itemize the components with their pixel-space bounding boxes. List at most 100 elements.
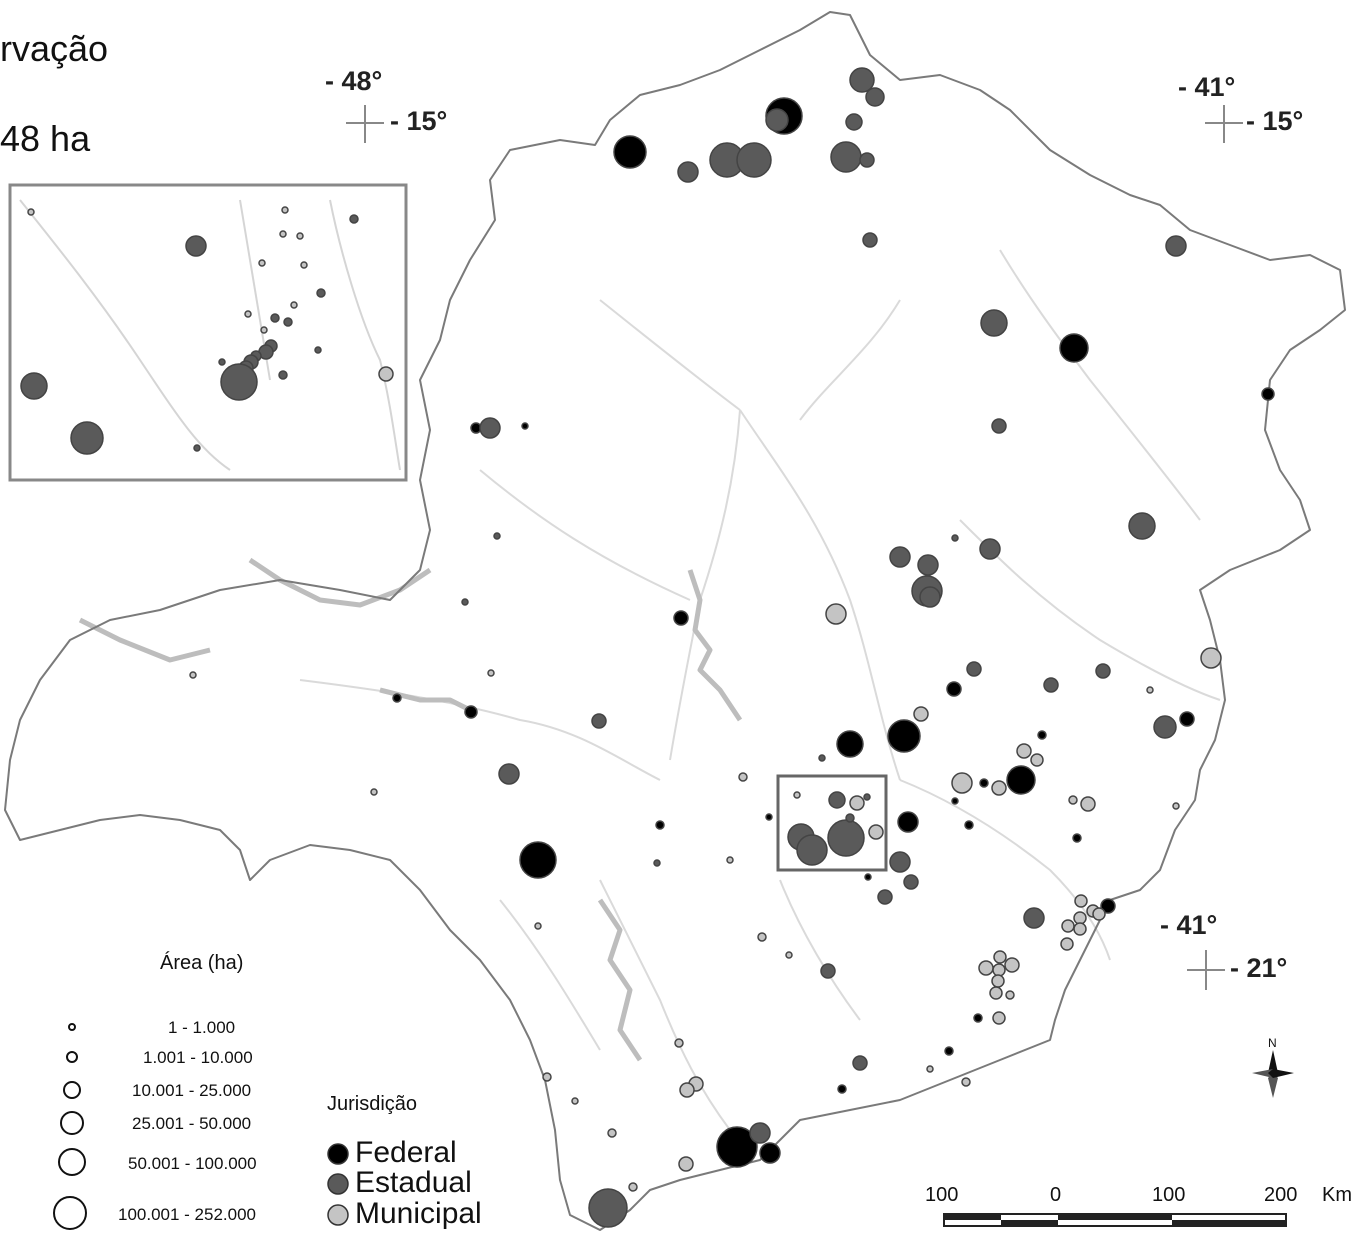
inset-protected-area-marker-estadual-1 (185, 235, 207, 257)
protected-area-marker-municipal-118 (868, 824, 884, 840)
protected-area-marker-estadual-52 (498, 763, 520, 785)
furnas-reservoir (597, 898, 643, 1062)
protected-area-marker-federal-64 (655, 820, 665, 830)
inset-protected-area-marker-municipal-3 (279, 230, 287, 238)
protected-area-marker-federal-47 (1037, 730, 1047, 740)
protected-area-marker-estadual-115 (827, 819, 865, 857)
protected-area-marker-municipal-96 (674, 1038, 684, 1048)
coord-crosshairs (346, 105, 1243, 990)
protected-area-marker-estadual-8 (845, 113, 863, 131)
protected-area-marker-federal-45 (887, 719, 921, 753)
north-arrow-label: N (1268, 1036, 1277, 1050)
protected-area-marker-estadual-41 (591, 713, 607, 729)
protected-area-marker-estadual-13 (980, 309, 1008, 337)
protected-area-marker-estadual-3 (736, 142, 772, 178)
legend-size-5 (58, 1148, 86, 1176)
protected-area-marker-estadual-20 (493, 532, 501, 540)
legend-size-1 (68, 1023, 76, 1031)
protected-area-marker-federal-104 (837, 1084, 847, 1094)
protected-area-marker-estadual-21 (1128, 512, 1156, 540)
protected-area-marker-federal-94 (973, 1013, 983, 1023)
protected-area-marker-estadual-68 (889, 851, 911, 873)
protected-area-marker-municipal-39 (487, 669, 495, 677)
inset-protected-area-markers (20, 206, 394, 455)
protected-area-marker-estadual-1 (677, 161, 699, 183)
inset-protected-area-marker-estadual-24 (20, 372, 48, 400)
coord-se-lon: - 41° (1160, 910, 1218, 940)
protected-area-marker-municipal-106 (607, 1128, 617, 1138)
legend-estadual-swatch (327, 1173, 349, 1195)
protected-area-marker-estadual-111 (588, 1188, 628, 1228)
protected-area-marker-estadual-42 (1153, 715, 1177, 739)
protected-area-marker-municipal-87 (992, 963, 1006, 977)
protected-area-marker-federal-30 (673, 610, 689, 626)
protected-area-marker-municipal-110 (678, 1156, 694, 1172)
legend-federal-label: Federal (355, 1136, 457, 1169)
protected-area-markers (189, 67, 1275, 1228)
protected-area-marker-municipal-78 (1061, 919, 1075, 933)
protected-area-marker-estadual-33 (1095, 663, 1111, 679)
legend-size-4 (60, 1111, 84, 1135)
legend-area-class-1: 1 - 1.000 (168, 1018, 236, 1037)
protected-area-marker-estadual-97 (852, 1055, 868, 1071)
legend-municipal-swatch (327, 1204, 349, 1226)
coord-ne-lat: - 15° (1246, 106, 1304, 136)
protected-area-marker-estadual-72 (903, 874, 919, 890)
protected-area-marker-municipal-60 (1080, 796, 1096, 812)
protected-area-marker-municipal-103 (679, 1082, 695, 1098)
protected-area-marker-municipal-117 (849, 795, 865, 811)
protected-area-marker-municipal-59 (1068, 795, 1078, 805)
legend-area-class-4: 25.001 - 50.000 (132, 1114, 252, 1133)
protected-area-marker-estadual-120 (863, 793, 871, 801)
river-network (299, 249, 1221, 1131)
protected-area-marker-estadual-11 (862, 232, 878, 248)
protected-area-marker-federal-65 (964, 820, 974, 830)
protected-area-marker-municipal-44 (913, 706, 929, 722)
inset-protected-area-marker-municipal-2 (281, 206, 289, 214)
protected-area-marker-municipal-61 (1172, 802, 1180, 810)
header-line-1: rvação (0, 28, 109, 69)
protected-area-marker-estadual-34 (1043, 677, 1059, 693)
inset-protected-area-marker-estadual-8 (316, 288, 326, 298)
legend-estadual-label: Estadual (355, 1166, 472, 1199)
protected-area-marker-estadual-7 (865, 87, 885, 107)
protected-area-marker-federal-15 (1261, 387, 1275, 401)
protected-area-marker-estadual-18 (479, 417, 501, 439)
legend-area-class-2: 1.001 - 10.000 (143, 1048, 253, 1067)
protected-area-marker-municipal-40 (189, 671, 197, 679)
legend-area-title: Área (ha) (160, 952, 244, 974)
protected-area-marker-federal-14 (1059, 333, 1089, 363)
protected-area-marker-municipal-49 (1030, 753, 1044, 767)
protected-area-marker-federal-63 (897, 811, 919, 833)
protected-area-marker-municipal-93 (785, 951, 793, 959)
protected-area-marker-federal-19 (521, 422, 529, 430)
coord-ne-lon: - 41° (1178, 72, 1236, 102)
legend-municipal-label: Municipal (355, 1197, 482, 1230)
legend-jurisdiction-circles (327, 1143, 349, 1226)
scale-label-100: 100 (1152, 1184, 1186, 1206)
inset-protected-area-marker-municipal-7 (300, 261, 308, 269)
legend-size-3 (63, 1081, 81, 1099)
protected-area-marker-federal-67 (519, 841, 557, 879)
inset-protected-area-marker-estadual-11 (270, 313, 280, 323)
protected-area-marker-estadual-16 (991, 418, 1007, 434)
inset-protected-area-marker-estadual-18 (218, 358, 226, 366)
protected-area-marker-estadual-92 (820, 963, 836, 979)
inset-protected-area-marker-municipal-4 (296, 232, 304, 240)
protected-area-marker-estadual-9 (830, 141, 862, 173)
protected-area-marker-estadual-79 (1023, 907, 1045, 929)
scale-label-200: 200 (1264, 1184, 1298, 1206)
triangulo-river (78, 617, 211, 663)
header-line-2: 48 ha (0, 118, 91, 159)
legend-area-class-3: 10.001 - 25.000 (132, 1081, 252, 1100)
coord-nw-lon: - 48° (325, 66, 383, 96)
protected-area-marker-estadual-70 (653, 859, 661, 867)
protected-area-marker-federal-55 (979, 778, 989, 788)
protected-area-marker-municipal-83 (757, 932, 767, 942)
protected-area-marker-municipal-88 (1004, 957, 1020, 973)
protected-area-marker-municipal-48 (1016, 743, 1032, 759)
inset-protected-area-marker-municipal-23 (378, 366, 394, 382)
legend-area-class-6: 100.001 - 252.000 (118, 1205, 257, 1224)
protected-area-marker-federal-35 (946, 681, 962, 697)
